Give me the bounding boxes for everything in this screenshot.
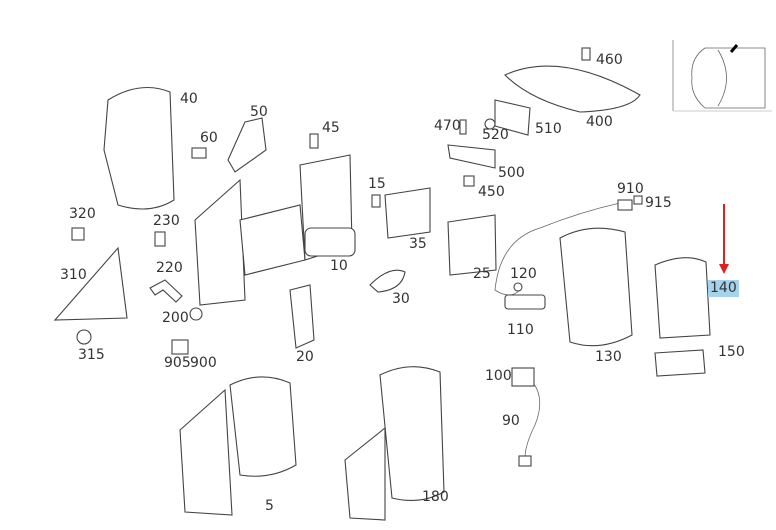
part-10-arm[interactable] <box>194 178 246 306</box>
part-100-connector[interactable] <box>511 367 535 387</box>
callout-label-400[interactable]: 400 <box>586 114 613 130</box>
callout-label-25[interactable]: 25 <box>473 266 491 282</box>
part-50-cap[interactable] <box>227 117 267 173</box>
part-25-motor[interactable] <box>447 214 497 276</box>
callout-label-230[interactable]: 230 <box>153 213 180 229</box>
part-310-triangle-cover[interactable] <box>53 246 128 321</box>
part-5-mirror-assembly[interactable] <box>179 388 233 516</box>
part-120-bulb[interactable] <box>513 282 523 292</box>
callout-label-90[interactable]: 90 <box>502 413 520 429</box>
callout-label-180[interactable]: 180 <box>422 489 449 505</box>
part-500-plate[interactable] <box>447 144 496 169</box>
callout-label-510[interactable]: 510 <box>535 121 562 137</box>
part-30-lamp[interactable] <box>369 269 406 293</box>
callout-label-220[interactable]: 220 <box>156 260 183 276</box>
part-180-mirror-head[interactable] <box>379 366 445 501</box>
part-10-plate[interactable] <box>304 227 356 257</box>
part-905-900-connector[interactable] <box>171 339 189 355</box>
arm-bar <box>239 204 306 276</box>
callout-label-40[interactable]: 40 <box>180 91 198 107</box>
part-35-bracket[interactable] <box>384 187 431 239</box>
callout-label-120[interactable]: 120 <box>510 266 537 282</box>
callout-label-150[interactable]: 150 <box>718 344 745 360</box>
callout-label-460[interactable]: 460 <box>596 52 623 68</box>
part-400-cover[interactable] <box>504 65 641 113</box>
callout-label-140[interactable]: 140 <box>708 280 739 297</box>
part-220-bracket[interactable] <box>149 279 183 303</box>
callout-label-905[interactable]: 905 <box>164 355 191 371</box>
callout-label-30[interactable]: 30 <box>392 291 410 307</box>
part-150-lower-glass[interactable] <box>654 349 706 377</box>
part-20-housing[interactable] <box>289 284 315 349</box>
part-910-connector[interactable] <box>617 199 633 211</box>
part-15-screw[interactable] <box>371 194 381 208</box>
part-460-screw[interactable] <box>581 47 591 61</box>
callout-label-500[interactable]: 500 <box>498 165 525 181</box>
callout-label-450[interactable]: 450 <box>478 184 505 200</box>
callout-label-520[interactable]: 520 <box>482 127 509 143</box>
part-915-screw[interactable] <box>633 195 643 205</box>
part-470-pin[interactable] <box>459 119 467 135</box>
callout-label-200[interactable]: 200 <box>162 310 189 326</box>
part-45-screw[interactable] <box>309 133 319 149</box>
callout-label-5[interactable]: 5 <box>265 498 274 514</box>
part-130-mirror-housing[interactable] <box>559 227 633 347</box>
callout-label-310[interactable]: 310 <box>60 267 87 283</box>
callout-label-910[interactable]: 910 <box>617 181 644 197</box>
part-5-mirror-head[interactable] <box>229 376 297 477</box>
callout-label-100[interactable]: 100 <box>485 368 512 384</box>
callout-label-35[interactable]: 35 <box>409 236 427 252</box>
part-910-wire <box>494 202 621 296</box>
part-200-screw[interactable] <box>189 307 203 321</box>
callout-label-15[interactable]: 15 <box>368 176 386 192</box>
part-450-nut[interactable] <box>463 175 475 187</box>
part-90-plug[interactable] <box>518 455 532 467</box>
part-510-bracket[interactable] <box>494 99 531 136</box>
arrow-head-icon <box>719 264 729 274</box>
callout-label-45[interactable]: 45 <box>322 120 340 136</box>
callout-label-110[interactable]: 110 <box>507 322 534 338</box>
callout-label-10[interactable]: 10 <box>330 258 348 274</box>
callout-label-470[interactable]: 470 <box>434 118 461 134</box>
part-110-light[interactable] <box>504 294 546 310</box>
part-60-bulb[interactable] <box>191 147 207 159</box>
part-40-mirror-cover[interactable] <box>103 87 175 210</box>
part-520-screw[interactable] <box>484 118 496 130</box>
callout-label-20[interactable]: 20 <box>296 349 314 365</box>
callout-label-50[interactable]: 50 <box>250 104 268 120</box>
part-315-nut[interactable] <box>76 329 92 345</box>
callout-label-915[interactable]: 915 <box>645 195 672 211</box>
vehicle-locator-thumbnail <box>672 40 772 112</box>
part-140-mirror-glass[interactable] <box>654 257 711 339</box>
callout-label-900[interactable]: 900 <box>190 355 217 371</box>
part-230-clip[interactable] <box>154 231 166 247</box>
callout-label-320[interactable]: 320 <box>69 206 96 222</box>
part-320-clip[interactable] <box>71 227 85 241</box>
part-90-cable <box>524 383 541 459</box>
part-180-mirror-assembly[interactable] <box>344 426 386 521</box>
callout-label-130[interactable]: 130 <box>595 349 622 365</box>
callout-label-60[interactable]: 60 <box>200 130 218 146</box>
callout-label-315[interactable]: 315 <box>78 347 105 363</box>
